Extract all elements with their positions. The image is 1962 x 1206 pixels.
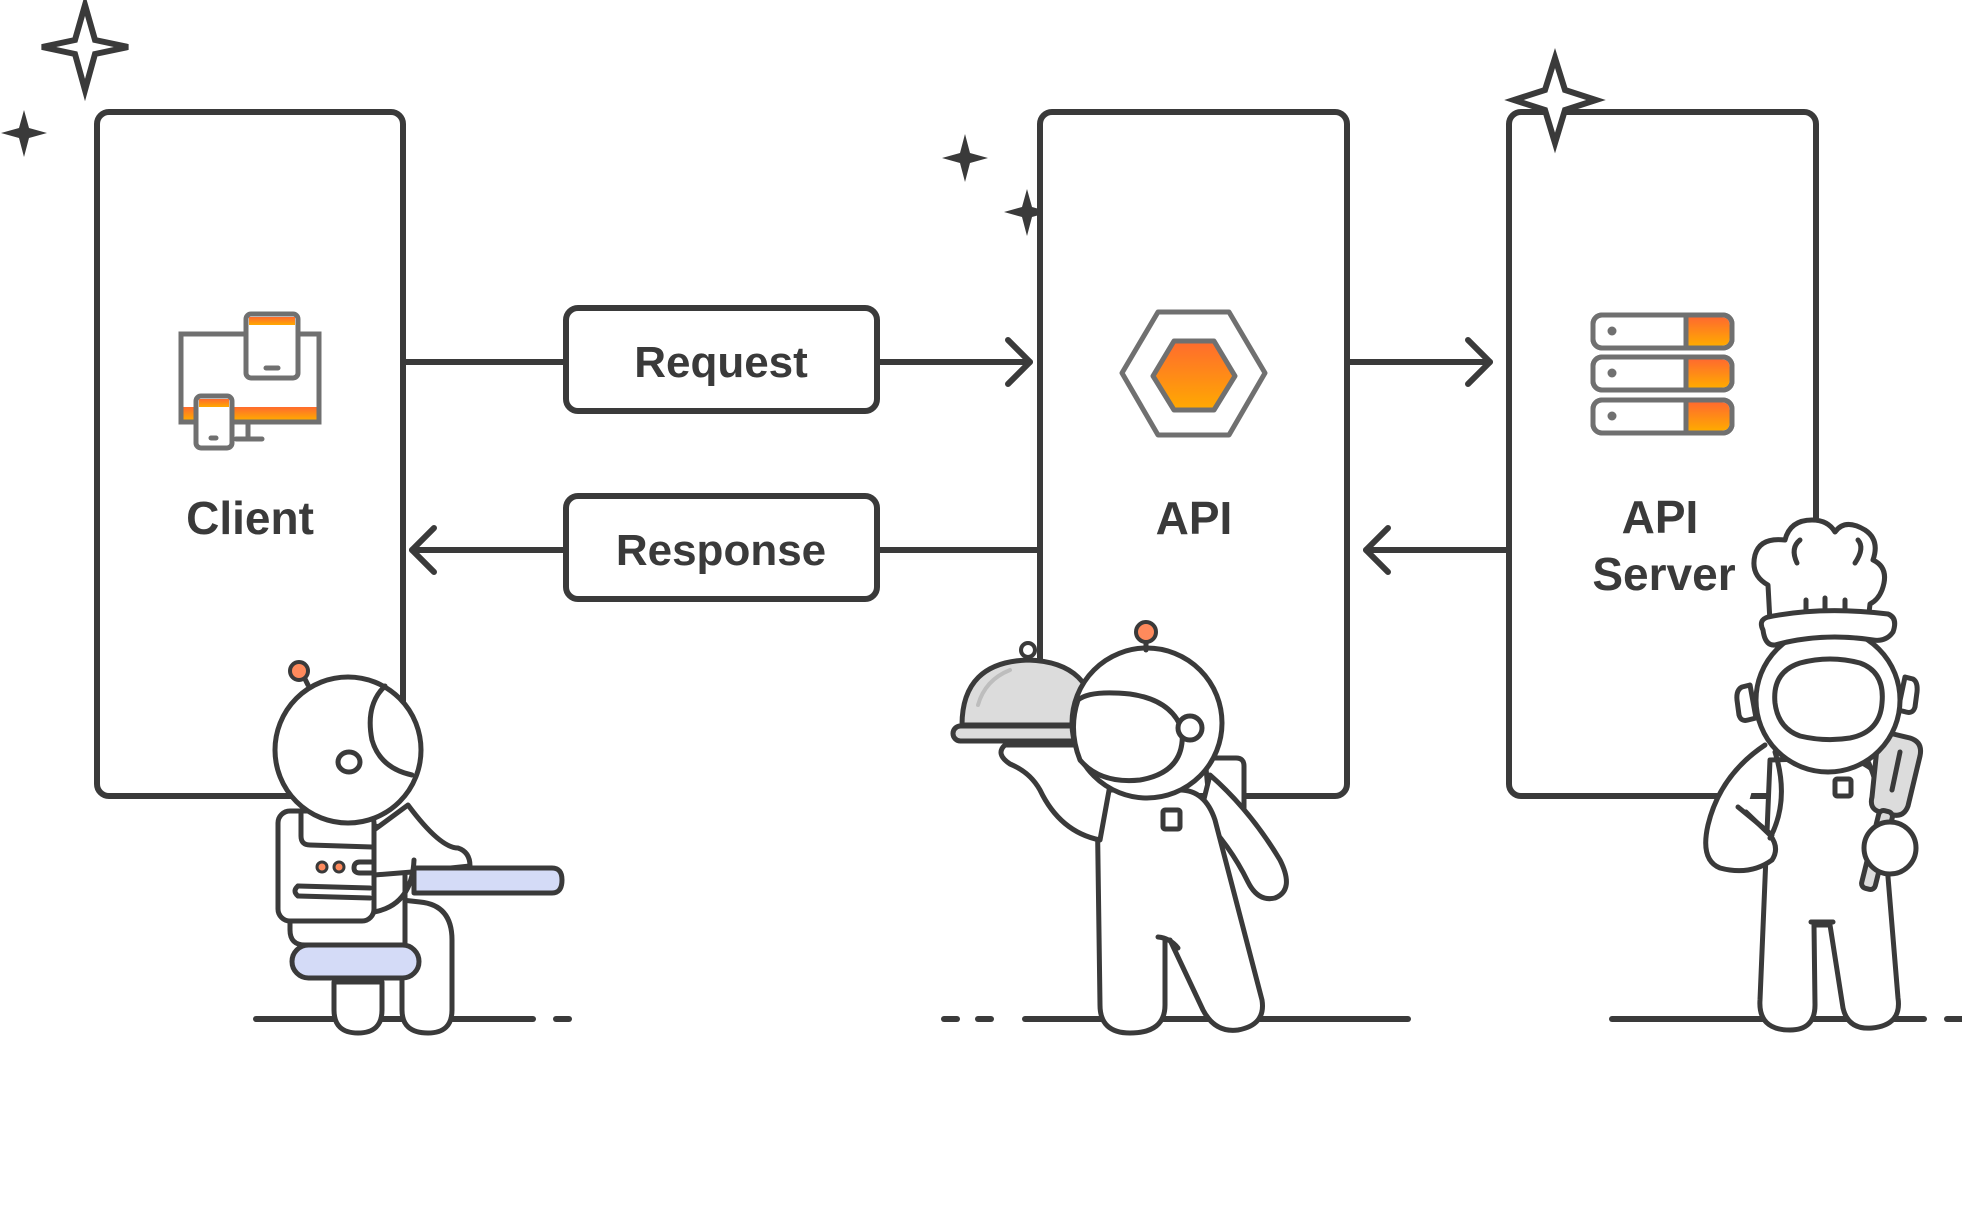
arrow-right-icon — [1005, 337, 1033, 387]
hexagon-icon — [1119, 309, 1268, 438]
response-message: Response — [563, 493, 880, 602]
api-server-label-line2: Server — [1592, 548, 1735, 600]
seated-astronaut-illustration — [272, 660, 565, 1036]
chef-astronaut-illustration — [1703, 517, 1923, 1033]
api-node: API — [1037, 109, 1350, 799]
server-rack-icon — [1590, 312, 1735, 436]
sparkle-star-icon — [942, 134, 988, 182]
sparkle-star-icon — [1004, 189, 1050, 236]
api-to-server-connector — [1345, 337, 1493, 387]
arrow-left-icon — [1363, 525, 1391, 575]
client-node: Client — [94, 109, 406, 799]
api-server-label-line1: API — [1622, 491, 1699, 543]
api-label: API — [1156, 492, 1233, 544]
client-label: Client — [186, 492, 314, 544]
request-connector — [400, 337, 1033, 387]
devices-icon — [178, 311, 322, 451]
waiter-astronaut-illustration — [950, 620, 1289, 1036]
arrow-right-icon — [1465, 337, 1493, 387]
response-connector — [409, 525, 1041, 575]
server-to-api-connector — [1363, 525, 1510, 575]
arrow-left-icon — [409, 525, 437, 575]
request-message: Request — [563, 305, 880, 414]
api-server-node: API Server — [1506, 109, 1819, 799]
sparkle-star-icon — [41, 0, 129, 102]
request-label: Request — [634, 338, 808, 387]
sparkle-star-icon — [1, 110, 47, 157]
sparkle-star-icon — [1504, 47, 1606, 154]
response-label: Response — [616, 526, 826, 575]
